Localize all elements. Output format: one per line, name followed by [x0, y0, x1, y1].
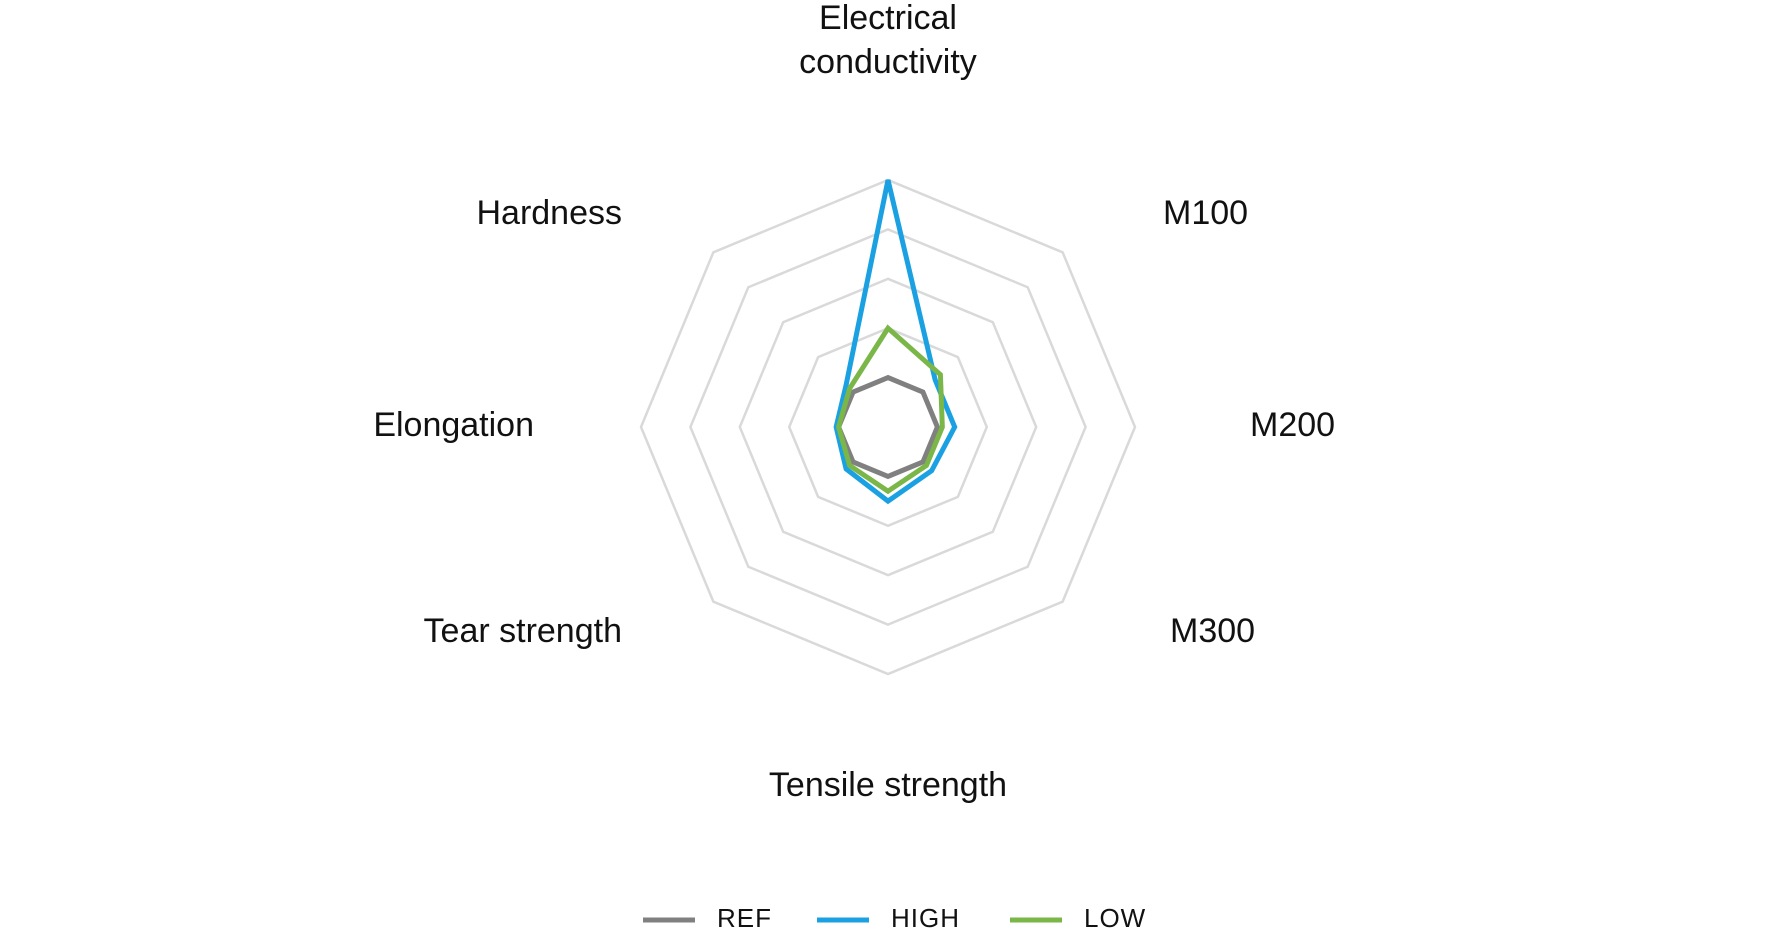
- axis-label-line: M300: [1170, 612, 1255, 650]
- axis-label-4: Tensile strength: [769, 766, 1007, 804]
- axis-label-line: Tear strength: [424, 612, 622, 650]
- axis-label-line: conductivity: [799, 43, 977, 81]
- axis-label-7: Hardness: [476, 194, 622, 232]
- axis-label-0: Electrical conductivity: [799, 0, 977, 81]
- axis-labels: Electrical conductivityM100M200M300Tensil…: [373, 0, 1335, 804]
- grid-ring-3: [738, 277, 1038, 577]
- axis-label-5: Tear strength: [424, 612, 622, 650]
- axis-label-line: M200: [1250, 406, 1335, 444]
- legend-label-high: HIGH: [891, 903, 960, 930]
- legend-label-low: LOW: [1084, 903, 1146, 930]
- legend: REF HIGH LOW: [643, 903, 1146, 930]
- axis-label-line: Elongation: [373, 406, 534, 444]
- axis-label-line: Tensile strength: [769, 766, 1007, 804]
- radar-series: [833, 179, 958, 505]
- axis-label-1: M100: [1163, 194, 1248, 232]
- radar-grid: [639, 178, 1137, 676]
- axis-label-2: M200: [1250, 406, 1335, 444]
- axis-label-3: M300: [1170, 612, 1255, 650]
- grid-ring-5: [639, 178, 1137, 676]
- grid-ring-2: [787, 326, 989, 528]
- legend-label-ref: REF: [717, 903, 772, 930]
- series-line-ref: [835, 374, 941, 480]
- axis-label-line: M100: [1163, 194, 1248, 232]
- axis-label-6: Elongation: [373, 406, 534, 444]
- series-line-high: [833, 179, 958, 505]
- axis-label-line: Hardness: [476, 194, 622, 232]
- grid-ring-4: [689, 228, 1087, 626]
- axis-label-line: Electrical: [819, 0, 957, 37]
